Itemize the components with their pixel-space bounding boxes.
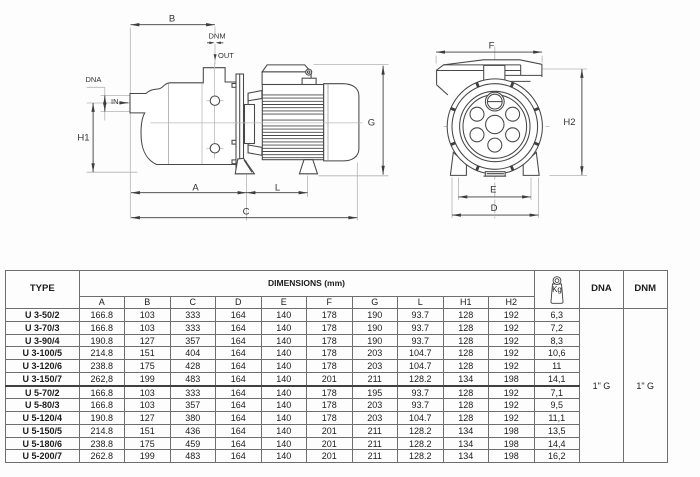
svg-text:G: G [368, 118, 375, 129]
svg-text:H2: H2 [563, 117, 575, 128]
svg-text:C: C [243, 207, 250, 218]
svg-text:D: D [491, 203, 498, 214]
svg-text:B: B [169, 14, 175, 25]
svg-text:E: E [490, 185, 496, 196]
svg-text:DNM: DNM [209, 32, 226, 41]
svg-text:Kg: Kg [552, 285, 562, 294]
svg-text:L: L [275, 183, 280, 194]
svg-text:IN: IN [111, 97, 119, 106]
svg-text:OUT: OUT [218, 51, 234, 60]
svg-text:F: F [489, 41, 495, 52]
svg-text:A: A [192, 183, 199, 194]
svg-text:H1: H1 [77, 133, 89, 144]
svg-text:DNA: DNA [86, 75, 102, 84]
